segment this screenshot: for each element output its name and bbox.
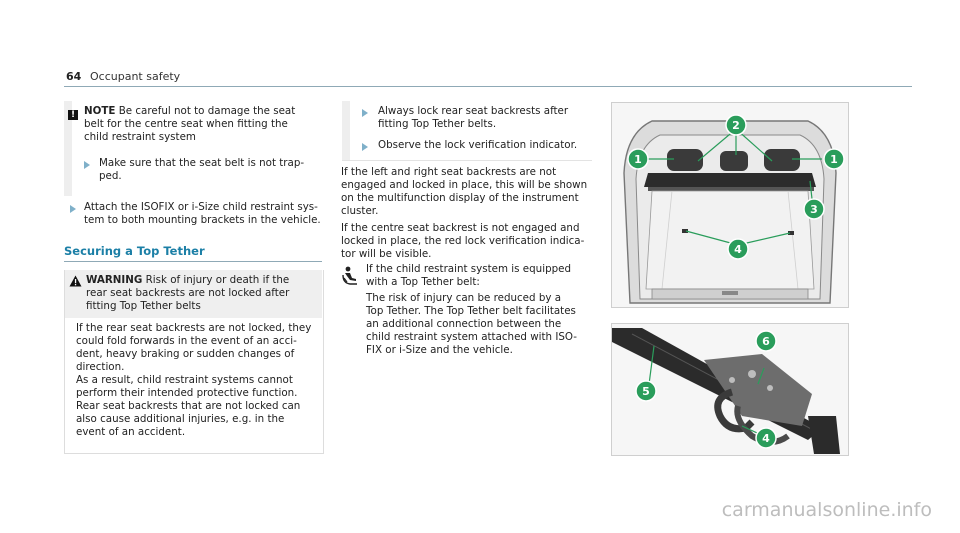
callout-4: 4 bbox=[755, 427, 777, 449]
warning-label: WARNING bbox=[86, 274, 143, 286]
para1-line: cluster. bbox=[341, 205, 379, 217]
note-line3: child restraint system bbox=[84, 131, 196, 143]
step-arrow-icon bbox=[70, 205, 76, 213]
warning-body-line: If the rear seat backrests are not locke… bbox=[76, 322, 312, 334]
note-text: NOTE Be careful not to damage the seat b… bbox=[84, 105, 316, 144]
exclamation-icon: ! bbox=[68, 110, 78, 120]
watermark: carmanualsonline.info bbox=[721, 499, 932, 521]
warning-body-line: perform their intended protective functi… bbox=[76, 387, 298, 399]
warning-heading: WARNING Risk of injury or death if the r… bbox=[86, 274, 318, 313]
lock-step-line2: fitting Top Tether belts. bbox=[378, 118, 497, 130]
note-bar bbox=[64, 101, 72, 196]
para2-line: tor will be visible. bbox=[341, 248, 432, 260]
warning-body-line: As a result, child restraint systems can… bbox=[76, 374, 293, 386]
note-step-line2: ped. bbox=[99, 170, 122, 182]
callout-2: 2 bbox=[725, 114, 747, 136]
note-label: NOTE bbox=[84, 105, 116, 117]
warning-head2: rear seat backrests are not locked after bbox=[86, 287, 290, 299]
isofix-line2: tem to both mounting brackets in the veh… bbox=[84, 214, 321, 226]
note-line1: Be careful not to damage the seat bbox=[118, 105, 296, 117]
paragraph-indicator: If the centre seat backrest is not engag… bbox=[341, 222, 593, 261]
tether-hook-figure: 6 5 4 bbox=[611, 323, 849, 456]
warning-body-line: dent, heavy braking or sudden changes of bbox=[76, 348, 295, 360]
warning-box bbox=[64, 270, 324, 454]
step-arrow-icon bbox=[362, 143, 368, 151]
svg-text:1: 1 bbox=[634, 153, 642, 166]
child-note-line: If the child restraint system is equippe… bbox=[366, 263, 572, 275]
svg-text:1: 1 bbox=[830, 153, 838, 166]
callout-1-right: 1 bbox=[823, 148, 845, 170]
note-step: Make sure that the seat belt is not trap… bbox=[99, 157, 319, 183]
child-note-line: FIX or i-Size and the vehicle. bbox=[366, 344, 513, 356]
child-note-line: Top Tether. The Top Tether belt facilita… bbox=[366, 305, 576, 317]
steps-rule bbox=[342, 160, 592, 161]
warning-body-line: also cause additional injuries, e.g. in … bbox=[76, 413, 285, 425]
observe-step: Observe the lock verification indicator. bbox=[378, 139, 578, 151]
svg-text:5: 5 bbox=[642, 385, 650, 398]
isofix-line1: Attach the ISOFIX or i-Size child restra… bbox=[84, 201, 318, 213]
note-step-line1: Make sure that the seat belt is not trap… bbox=[99, 157, 305, 169]
para1-line: engaged and locked in place, this will b… bbox=[341, 179, 588, 191]
warning-body: If the rear seat backrests are not locke… bbox=[76, 322, 320, 439]
warning-body-line: direction. bbox=[76, 361, 125, 373]
child-note-line: with a Top Tether belt: bbox=[366, 276, 480, 288]
callout-1-left: 1 bbox=[627, 148, 649, 170]
note-line2: belt for the centre seat when fitting th… bbox=[84, 118, 288, 130]
warning-triangle-icon bbox=[69, 275, 82, 287]
warning-body-line: event of an accident. bbox=[76, 426, 186, 438]
warning-head1: Risk of injury or death if the bbox=[145, 274, 290, 286]
paragraph-display: If the left and right seat backrests are… bbox=[341, 166, 593, 218]
svg-text:3: 3 bbox=[810, 203, 818, 216]
lock-step-line1: Always lock rear seat backrests after bbox=[378, 105, 569, 117]
section-rule bbox=[64, 261, 322, 262]
svg-text:4: 4 bbox=[734, 243, 742, 256]
callout-3: 3 bbox=[803, 198, 825, 220]
step-arrow-icon bbox=[362, 109, 368, 117]
warning-head3: fitting Top Tether belts bbox=[86, 300, 201, 312]
step-arrow-icon bbox=[84, 161, 90, 169]
child-note-line: an additional connection between the bbox=[366, 318, 562, 330]
child-note-line: child restraint system attached with ISO… bbox=[366, 331, 578, 343]
section-title: Securing a Top Tether bbox=[64, 244, 205, 258]
svg-text:4: 4 bbox=[762, 432, 770, 445]
warning-header-bg bbox=[64, 270, 322, 318]
cargo-area-figure: 1 2 1 3 4 bbox=[611, 102, 849, 308]
svg-text:6: 6 bbox=[762, 335, 770, 348]
lock-step: Always lock rear seat backrests after fi… bbox=[378, 105, 588, 131]
callout-5: 5 bbox=[635, 380, 657, 402]
para2-line: If the centre seat backrest is not engag… bbox=[341, 222, 580, 234]
child-note-text: If the child restraint system is equippe… bbox=[366, 263, 596, 357]
section-header: Occupant safety bbox=[90, 70, 181, 83]
warning-body-line: Rear seat backrests that are not locked … bbox=[76, 400, 301, 412]
child-seat-icon bbox=[342, 266, 357, 285]
warning-body-line: could fold forwards in the event of an a… bbox=[76, 335, 297, 347]
callout-6: 6 bbox=[755, 330, 777, 352]
para1-line: on the multifunction display of the inst… bbox=[341, 192, 579, 204]
header-rule bbox=[64, 86, 912, 87]
para2-line: locked in place, the red lock verificati… bbox=[341, 235, 585, 247]
page-number: 64 bbox=[66, 70, 82, 83]
isofix-step: Attach the ISOFIX or i-Size child restra… bbox=[84, 201, 324, 227]
child-note-line: The risk of injury can be reduced by a bbox=[366, 292, 562, 304]
para1-line: If the left and right seat backrests are… bbox=[341, 166, 557, 178]
callout-4: 4 bbox=[727, 238, 749, 260]
steps-bar bbox=[342, 101, 350, 160]
svg-text:2: 2 bbox=[732, 119, 740, 132]
